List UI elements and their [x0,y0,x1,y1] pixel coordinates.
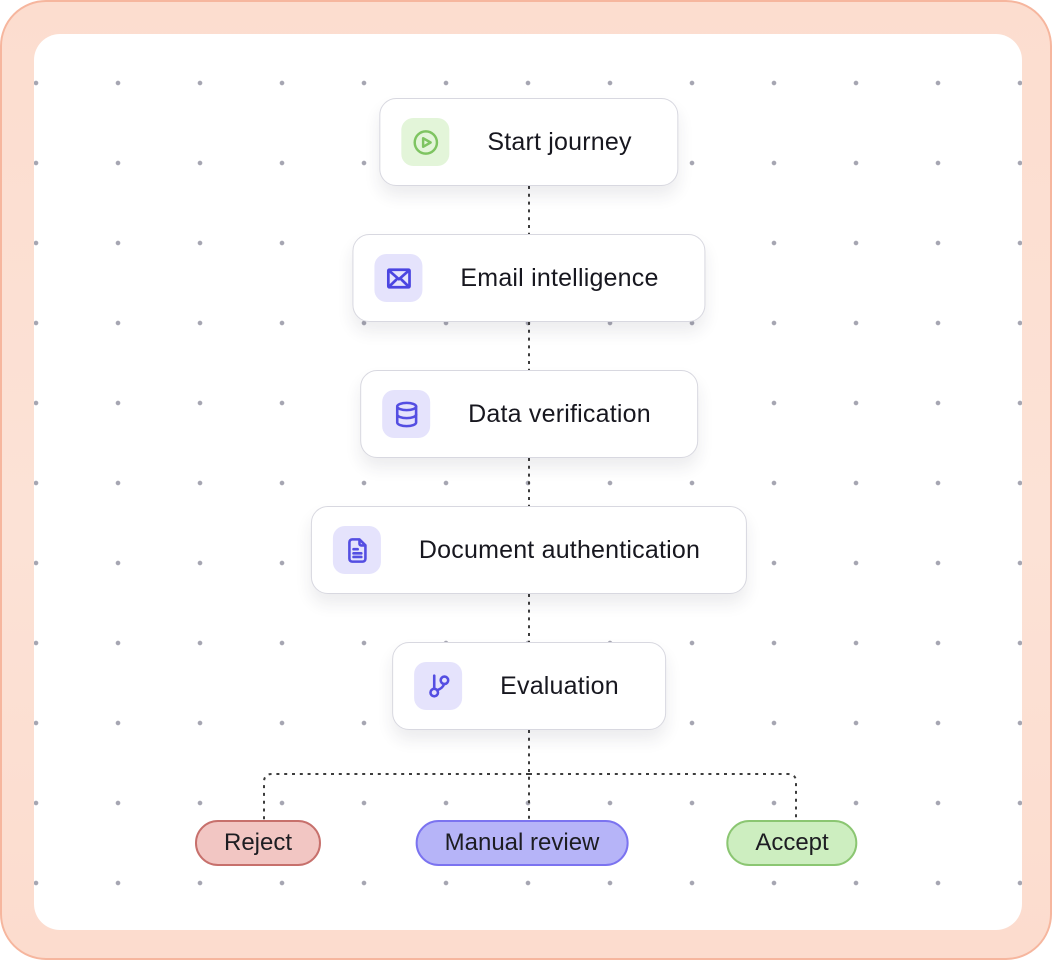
outcome-manual-review[interactable]: Manual review [415,820,629,866]
outcome-label: Accept [755,829,829,856]
outcome-label: Manual review [444,829,600,856]
node-start-journey[interactable]: Start journey [379,98,679,186]
mail-icon [374,254,423,302]
node-label: Document authentication [418,535,701,564]
outcome-label: Reject [223,829,293,856]
node-data-verification[interactable]: Data verification [360,370,698,458]
workflow-canvas: Start journey Email intelligence [34,34,1022,930]
play-circle-icon [401,118,450,166]
connector-branch-to-accept [529,773,797,820]
outcome-reject[interactable]: Reject [194,820,322,866]
node-document-authentication[interactable]: Document authentication [310,506,748,594]
node-email-intelligence[interactable]: Email intelligence [352,234,706,322]
connector-branch-to-reject [263,773,529,820]
outcome-accept[interactable]: Accept [726,820,858,866]
node-label: Data verification [468,399,651,428]
node-label: Email intelligence [460,263,659,292]
database-icon [382,390,431,438]
node-label: Start journey [487,127,632,156]
file-text-icon [332,526,381,574]
node-label: Evaluation [500,671,619,700]
branch-icon [414,662,463,710]
node-evaluation[interactable]: Evaluation [392,642,666,730]
